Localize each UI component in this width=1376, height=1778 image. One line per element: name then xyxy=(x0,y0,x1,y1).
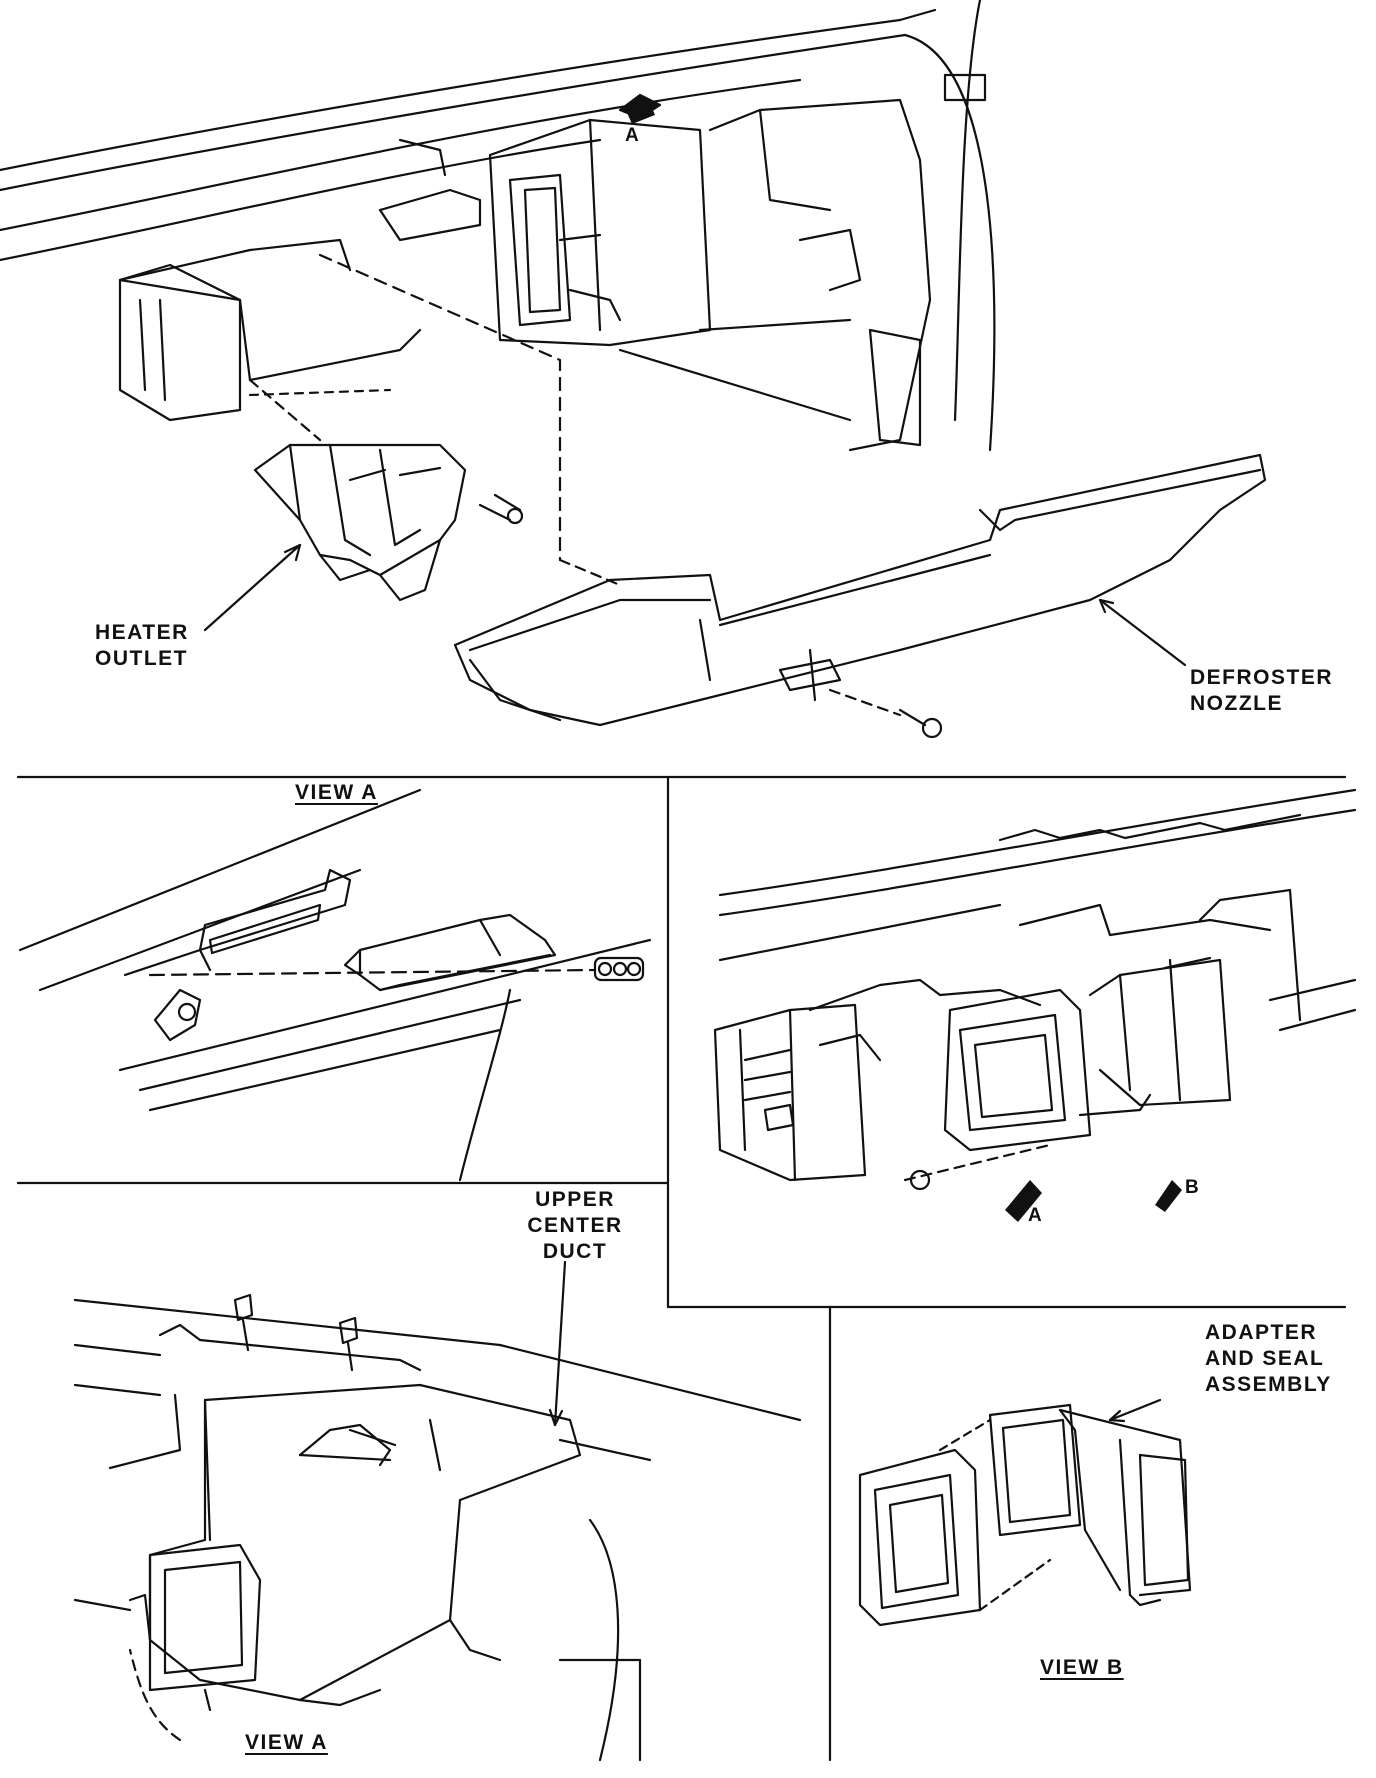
arrow-b-marker-mid: B xyxy=(1185,1177,1199,1198)
heater-outlet-line-1: HEATER xyxy=(95,621,189,644)
upper-center-duct-label: UPPER CENTER DUCT xyxy=(515,1187,635,1265)
upper-center-duct-line-3: DUCT xyxy=(542,1240,608,1263)
middle-right-illustration xyxy=(713,788,1357,1222)
arrow-a-marker-mid: A xyxy=(1028,1205,1042,1226)
view-b-illustration xyxy=(858,1398,1192,1627)
adapter-seal-label: ADAPTER AND SEAL ASSEMBLY xyxy=(1205,1320,1332,1398)
main-assembly-illustration xyxy=(0,0,1267,739)
view-a-top-illustration xyxy=(18,788,652,1182)
defroster-nozzle-part xyxy=(453,453,1267,739)
arrow-a-marker-main: A xyxy=(625,125,639,146)
heater-outlet-label: HEATER OUTLET xyxy=(95,620,189,672)
heater-outlet-part xyxy=(253,443,524,602)
adapter-seal-line-3: ASSEMBLY xyxy=(1205,1373,1332,1396)
defroster-nozzle-line-2: NOZZLE xyxy=(1190,692,1283,715)
view-a-top-title: VIEW A xyxy=(295,781,378,804)
view-b-title: VIEW B xyxy=(1040,1656,1124,1679)
defroster-nozzle-label: DEFROSTER NOZZLE xyxy=(1190,665,1333,717)
upper-center-duct-line-1: UPPER xyxy=(535,1188,615,1211)
upper-center-duct-line-2: CENTER xyxy=(527,1214,623,1237)
defroster-nozzle-line-1: DEFROSTER xyxy=(1190,666,1334,689)
heater-outlet-line-2: OUTLET xyxy=(95,647,188,670)
panel-dividers xyxy=(16,775,1347,1762)
adapter-seal-line-1: ADAPTER xyxy=(1205,1321,1318,1344)
adapter-seal-line-2: AND SEAL xyxy=(1205,1347,1325,1370)
view-a-bottom-illustration xyxy=(73,1260,802,1762)
view-a-bottom-title: VIEW A xyxy=(245,1731,328,1754)
